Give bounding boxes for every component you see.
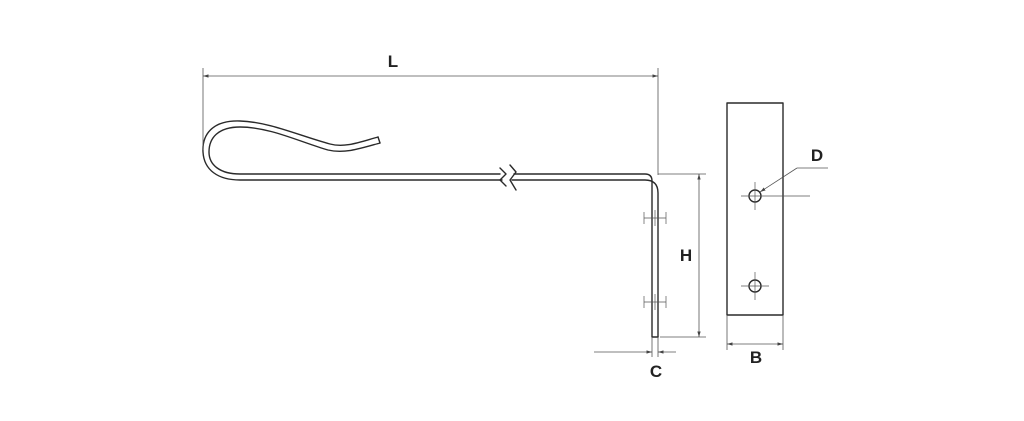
dimension-d: D: [759, 146, 828, 197]
dimension-label-c: C: [650, 362, 662, 381]
dimension-label-d: D: [811, 146, 823, 165]
plate-hole-upper: [741, 182, 769, 210]
hook-side-view: [202, 120, 667, 338]
dimension-h: H: [658, 173, 706, 338]
hook-tip: [377, 136, 381, 144]
dimension-label-l: L: [388, 52, 398, 71]
dimension-b: B: [726, 315, 784, 367]
hook-outline-outer: [202, 120, 659, 338]
hook-outline-inner: [208, 126, 659, 338]
dimension-c: C: [594, 337, 676, 381]
dimension-l: L: [202, 52, 659, 175]
dimension-label-h: H: [680, 246, 692, 265]
dimension-label-b: B: [750, 348, 762, 367]
plate-front-view: [726, 102, 784, 316]
plate-hole-lower: [741, 272, 769, 300]
plate-outline: [726, 102, 784, 316]
break-symbol: [499, 164, 517, 191]
